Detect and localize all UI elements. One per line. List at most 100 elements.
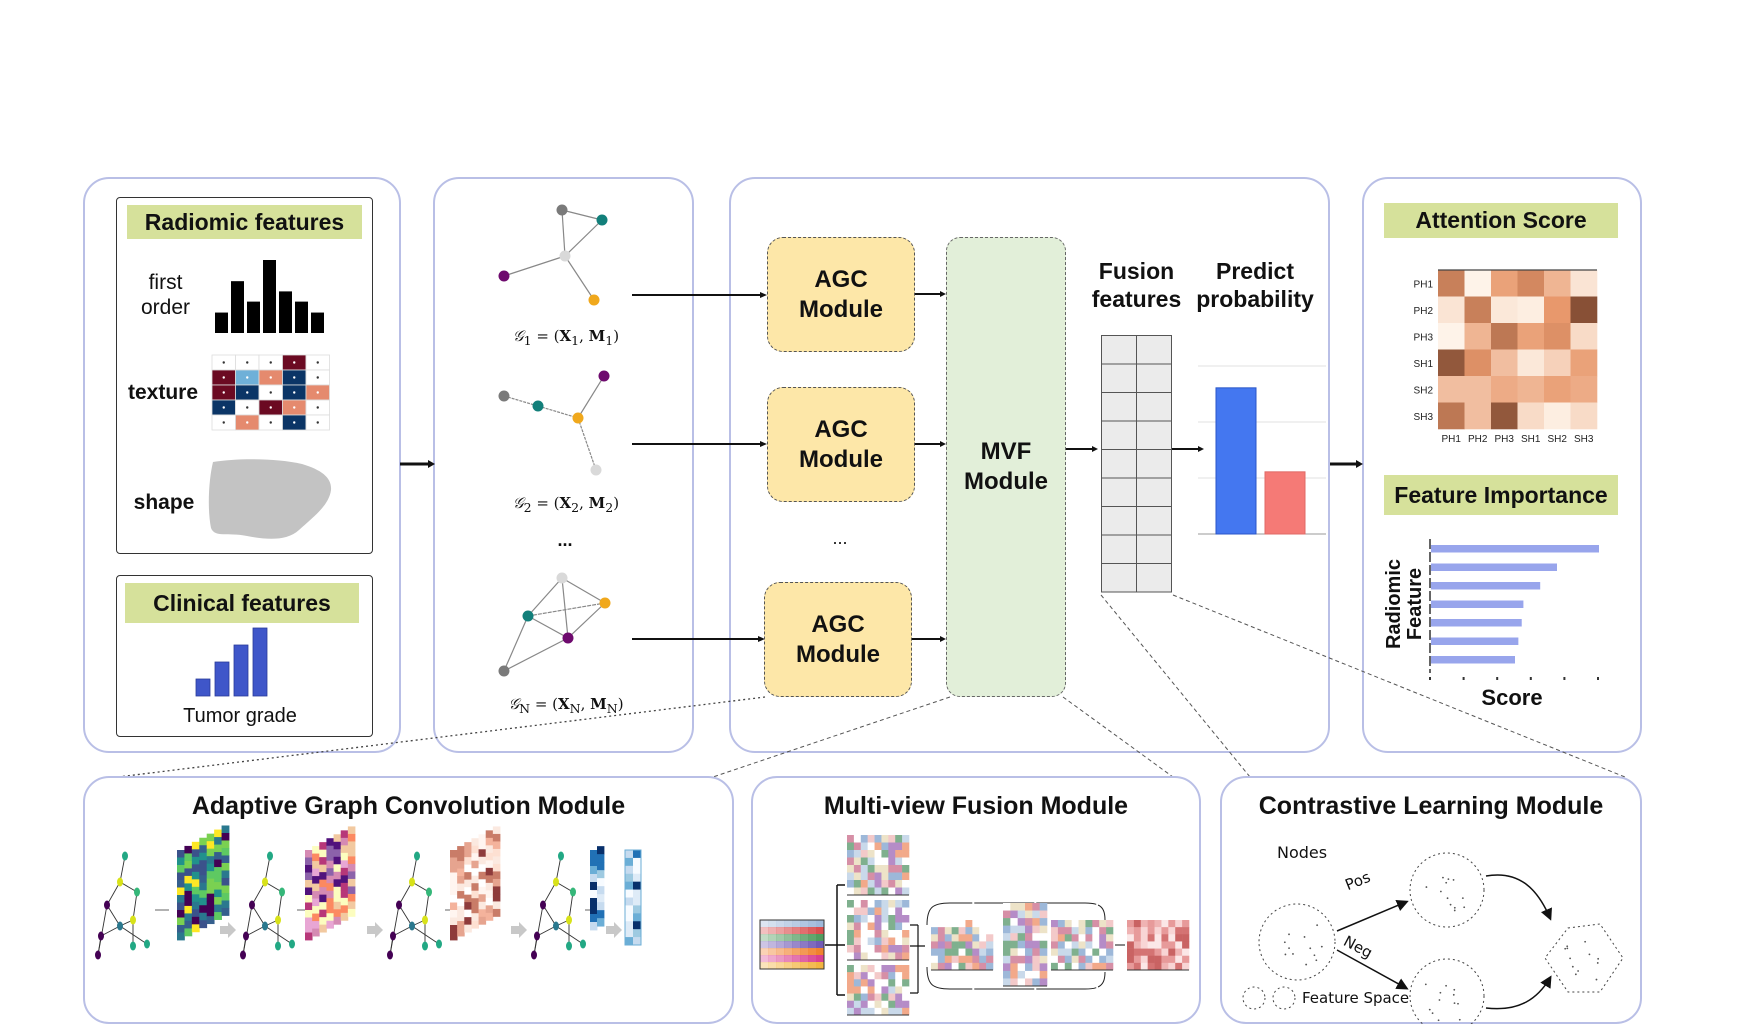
- agc-matrix-cell: [312, 853, 320, 862]
- cl-node-dot: [1447, 878, 1450, 881]
- mvf-cell: [1127, 955, 1135, 964]
- heatmap-row-label: SH2: [1414, 385, 1434, 396]
- heatmap-cell: [1438, 270, 1465, 297]
- texture-cell-mark: [246, 391, 249, 394]
- mvf-detail-panel: [751, 776, 1201, 1024]
- agc-ellipsis: ...: [832, 528, 848, 548]
- heatmap-cell: [1491, 323, 1518, 350]
- tumor-grade-bar: [252, 627, 268, 697]
- agc-matrix-cell: [450, 850, 458, 858]
- mvf-cell: [931, 948, 939, 957]
- mvf-input-cell: [792, 962, 801, 970]
- heatmap-col-label: PH1: [1442, 434, 1462, 445]
- mvf-cell: [1078, 955, 1086, 964]
- agc-graph-node: [267, 851, 273, 861]
- heatmap-cell: [1491, 376, 1518, 403]
- agc-matrix-cell: [221, 877, 230, 886]
- agc-matrix-cell: [221, 847, 230, 856]
- agc-graph-node: [130, 915, 136, 925]
- x-symbol: X: [558, 695, 570, 713]
- mvf-cell: [937, 927, 946, 935]
- graph-node: [498, 665, 510, 677]
- mvf-cell: [853, 952, 862, 961]
- mvf-cell: [1025, 910, 1033, 919]
- texture-cell-mark: [269, 376, 272, 379]
- agc-output-vector-border: [624, 849, 642, 946]
- mvf-cell: [1154, 941, 1162, 949]
- agc-matrix-cell: [184, 860, 193, 869]
- mvf-input-cell: [816, 941, 825, 949]
- agc-matrix-cell: [221, 862, 230, 871]
- mvf-cell: [1071, 934, 1079, 942]
- mvf-input-cell: [760, 934, 769, 942]
- cl-node-dot: [1313, 954, 1316, 957]
- mvf-input-cell: [808, 948, 817, 956]
- mvf-cell: [860, 900, 868, 908]
- predict-label-line1: Predict: [1216, 258, 1294, 284]
- agc-matrix-cell: [333, 901, 342, 910]
- agc-graph-edge: [389, 904, 400, 956]
- mvf-cell: [986, 927, 994, 935]
- agc-matrix-cell: [464, 879, 472, 888]
- cl-node-dot: [1309, 947, 1312, 950]
- mvf-cell: [931, 920, 939, 928]
- mvf-cell: [1106, 920, 1114, 928]
- mvf-cell: [1017, 933, 1026, 942]
- agc-matrix-cell: [478, 909, 487, 918]
- heatmap-cell: [1438, 402, 1465, 430]
- mvf-cell: [874, 945, 882, 953]
- arrow-graph1-to-agc: [632, 292, 767, 298]
- agc-matrix-cell: [191, 886, 200, 895]
- cl-node-dot: [1425, 886, 1428, 888]
- agc-graph-node: [436, 939, 442, 949]
- mvf-input-border: [759, 919, 825, 970]
- mvf-cell: [958, 948, 966, 957]
- agc-matrix-cell: [177, 902, 185, 911]
- agc-matrix-cell: [191, 901, 200, 910]
- agc-matrix-cell: [492, 841, 501, 850]
- attention-score-title: Attention Score: [1384, 203, 1618, 238]
- mvf-split-bracket: [825, 884, 845, 996]
- cl-node-dot: [1453, 1002, 1456, 1005]
- mvf-cell: [867, 979, 875, 987]
- mvf-cell: [1127, 927, 1135, 935]
- predict-probability-chart: [1198, 365, 1326, 535]
- mvf-cell: [1092, 948, 1100, 957]
- mvf-cell: [874, 979, 882, 987]
- mvf-cell: [902, 915, 910, 923]
- mvf-cell: [1010, 955, 1018, 964]
- heatmap-cell: [1544, 270, 1571, 297]
- agc-matrix-cell: [319, 894, 327, 903]
- mvf-input-cell: [792, 948, 801, 956]
- agc-matrix-cell: [184, 868, 193, 877]
- mvf-cell: [867, 835, 875, 843]
- mvf-input-cell: [816, 948, 825, 956]
- agc-matrix-cell: [184, 913, 193, 922]
- mvf-cell: [1032, 955, 1040, 964]
- mvf-cell: [1064, 948, 1072, 957]
- agc-label-line1: AGC: [814, 415, 868, 443]
- heatmap-cell: [1544, 323, 1571, 350]
- mvf-cell: [1133, 962, 1142, 971]
- mvf-cell: [1133, 927, 1142, 935]
- heatmap-cell: [1544, 296, 1571, 324]
- mvf-cell: [1017, 978, 1026, 987]
- script-g: 𝒢: [512, 327, 524, 345]
- mvf-cell: [1182, 934, 1190, 942]
- texture-cell-mark: [316, 376, 319, 379]
- nodes-label: Nodes: [1277, 843, 1328, 862]
- mvf-cell: [1025, 963, 1033, 972]
- cl-node-dot: [1437, 1019, 1440, 1022]
- node-dots: [1283, 876, 1600, 1022]
- importance-bar: [1431, 582, 1541, 590]
- mvf-cell: [951, 941, 959, 949]
- agc-matrix-cell: [191, 841, 200, 850]
- mvf-cell: [867, 1000, 875, 1009]
- mvf-cell: [1051, 955, 1059, 964]
- mvf-cell: [867, 865, 875, 873]
- mvf-view-3: [847, 965, 910, 1016]
- mvf-cell: [874, 857, 882, 866]
- agc-graph-edge: [119, 881, 138, 893]
- mvf-cell: [847, 835, 855, 843]
